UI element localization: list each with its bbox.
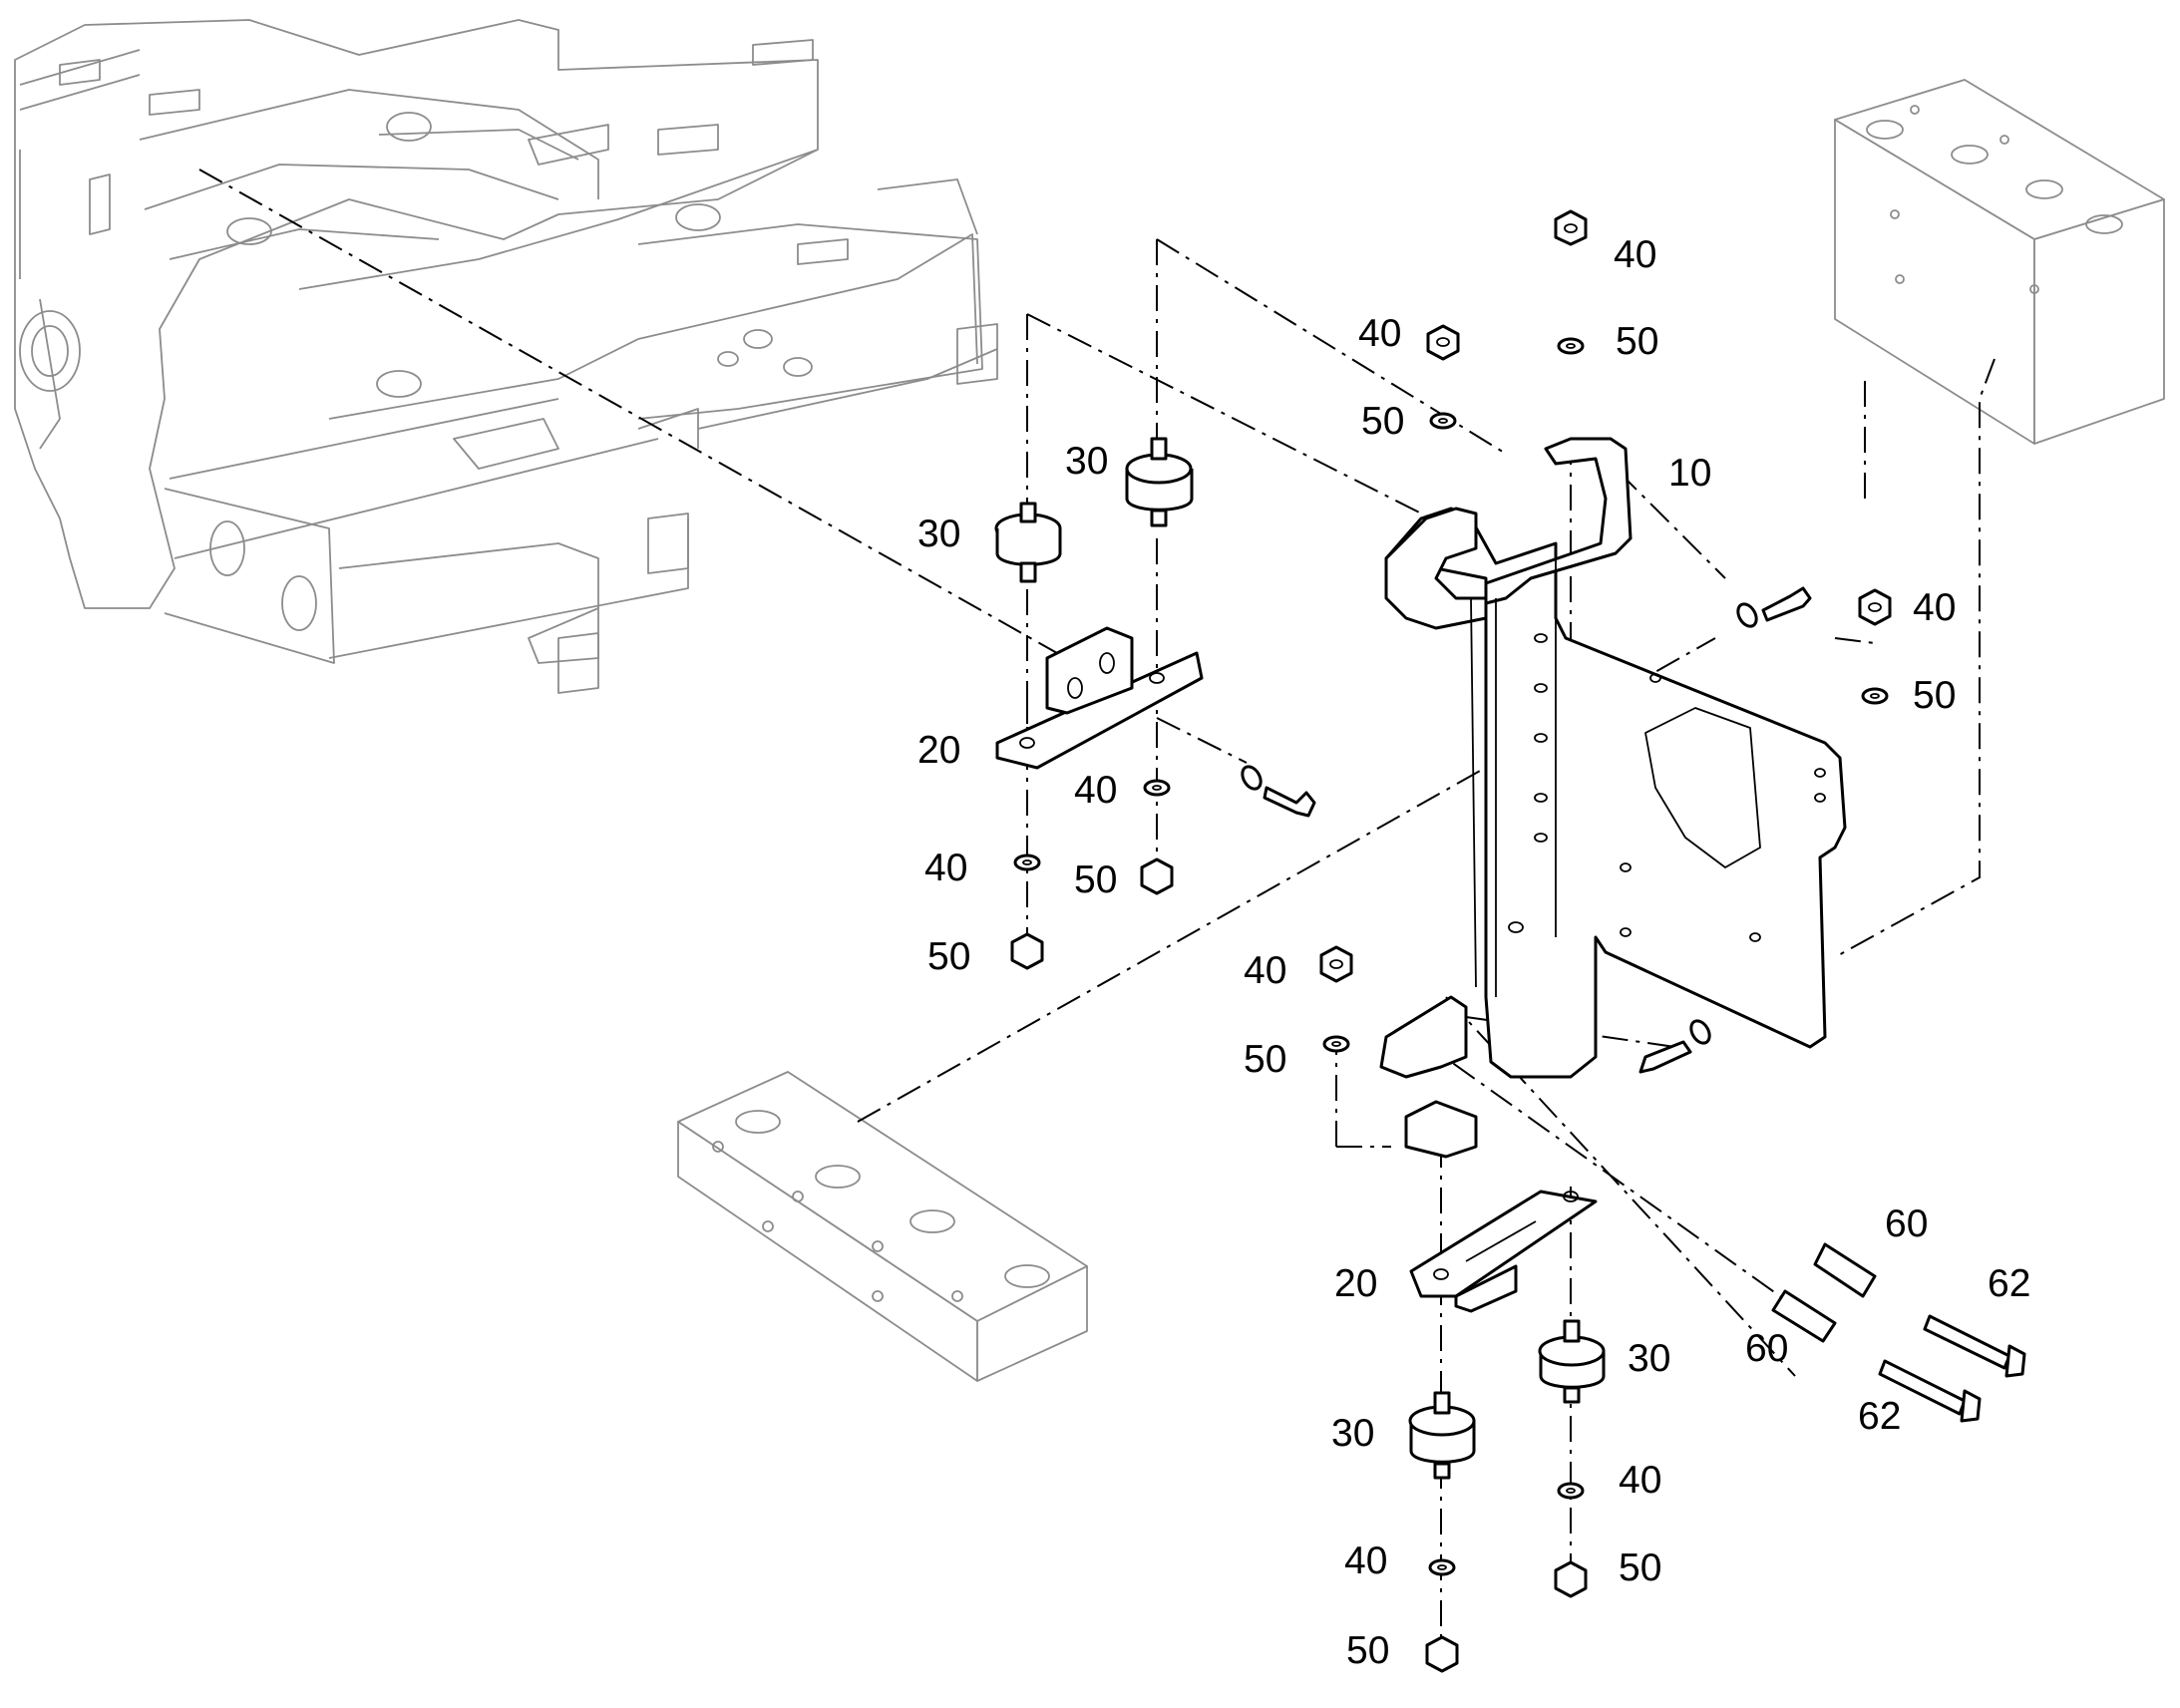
- callout-label: 40: [1358, 312, 1401, 355]
- callout-label: 62: [1988, 1262, 2030, 1305]
- callout-label: 40: [1614, 233, 1656, 276]
- callout-label: 50: [1244, 1038, 1286, 1081]
- rubber-mount: [1538, 1319, 1606, 1404]
- rubber-mount: [1408, 1391, 1476, 1480]
- callout-label: 10: [1668, 452, 1711, 495]
- mounting-bracket-lower: [1409, 1190, 1598, 1313]
- callout-label: 40: [1244, 949, 1286, 992]
- fasteners: [1010, 209, 1892, 1673]
- callout-label: 30: [1065, 440, 1108, 483]
- callout-label: 30: [1331, 1412, 1374, 1455]
- callout-label: 30: [1628, 1337, 1670, 1380]
- callout-label: 50: [1361, 400, 1404, 443]
- mounting-bracket-upper: [995, 626, 1204, 770]
- callout-label: 50: [1074, 858, 1117, 901]
- bolts: [1241, 586, 1812, 1074]
- callout-label: 50: [1913, 674, 1956, 717]
- callout-label: 40: [924, 847, 967, 889]
- callout-label: 50: [927, 935, 970, 978]
- rubber-mounts: [994, 437, 1606, 1480]
- rubber-mount: [994, 502, 1062, 583]
- callout-label: 40: [1619, 1459, 1661, 1502]
- callout-labels: 40 40 50 50 10 30 30 20 40 40 50 50 40 5…: [917, 233, 2030, 1672]
- callout-label: 40: [1074, 769, 1117, 812]
- spacers-and-bolts: [1771, 1242, 2026, 1423]
- callout-label: 62: [1858, 1395, 1901, 1438]
- callout-label: 40: [1344, 1539, 1387, 1582]
- callout-label: 60: [1885, 1202, 1928, 1245]
- valve-block-upper: [1834, 79, 2165, 445]
- callout-label: 30: [917, 512, 960, 555]
- machine-frame: [14, 19, 998, 694]
- callout-label: 20: [1334, 1262, 1377, 1305]
- callout-label: 50: [1619, 1546, 1661, 1589]
- callout-label: 60: [1745, 1327, 1788, 1370]
- callout-label: 40: [1913, 586, 1956, 629]
- callout-label: 50: [1346, 1629, 1389, 1672]
- callout-label: 50: [1616, 320, 1658, 363]
- rubber-mount: [1125, 437, 1194, 527]
- callout-label: 20: [917, 729, 960, 772]
- main-bracket: [1379, 437, 1847, 1159]
- valve-block-lower: [677, 1071, 1088, 1382]
